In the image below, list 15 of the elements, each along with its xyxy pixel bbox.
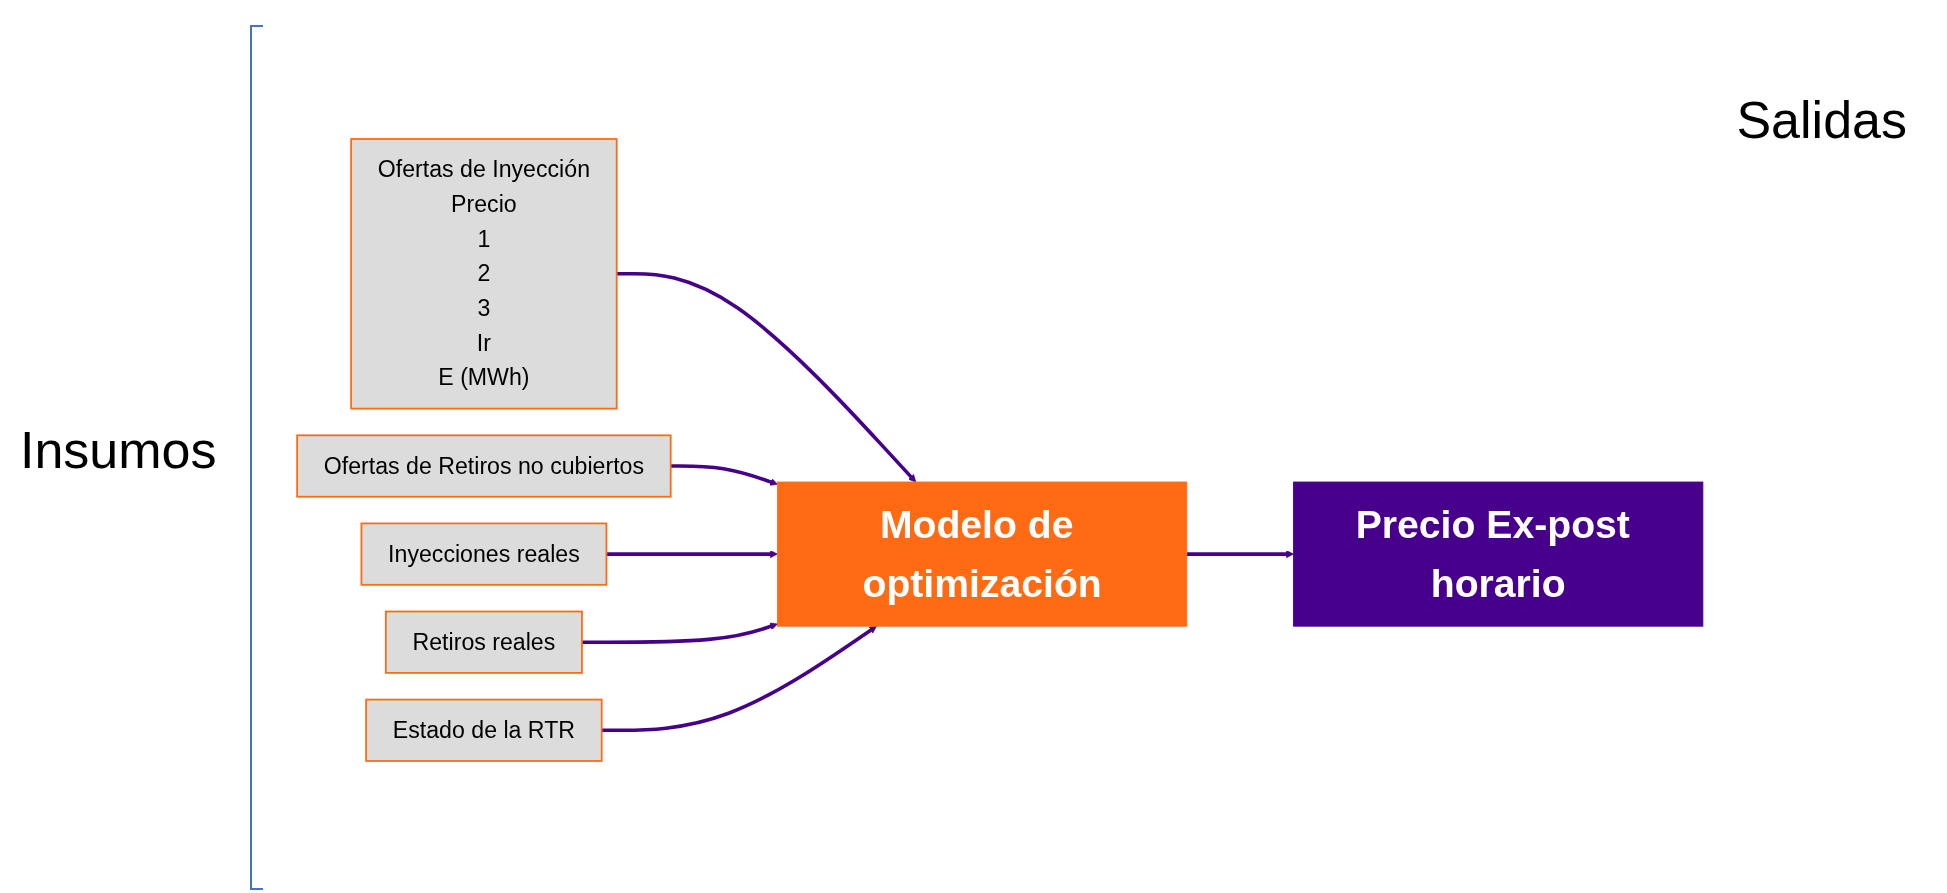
arrow [670, 464, 778, 486]
group-label: Insumos [20, 420, 217, 480]
arrow [606, 550, 778, 558]
arrow [601, 625, 877, 733]
node-box: Ofertas de Retiros no cubiertos [296, 434, 672, 498]
node-box: Estado de la RTR [365, 698, 603, 762]
node-box: Ofertas de Inyección Precio 1 2 3 Ir E (MWh) [350, 138, 618, 410]
node-box: Precio Ex-post horario [1293, 481, 1704, 627]
node-box: Inyecciones reales [360, 522, 608, 586]
group-label: Salidas [1736, 90, 1907, 150]
arrow [581, 622, 778, 644]
node-box: Retiros reales [384, 610, 583, 674]
node-box: Modelo de optimización [777, 481, 1188, 627]
arrow [1186, 550, 1294, 558]
arrow [616, 272, 917, 483]
